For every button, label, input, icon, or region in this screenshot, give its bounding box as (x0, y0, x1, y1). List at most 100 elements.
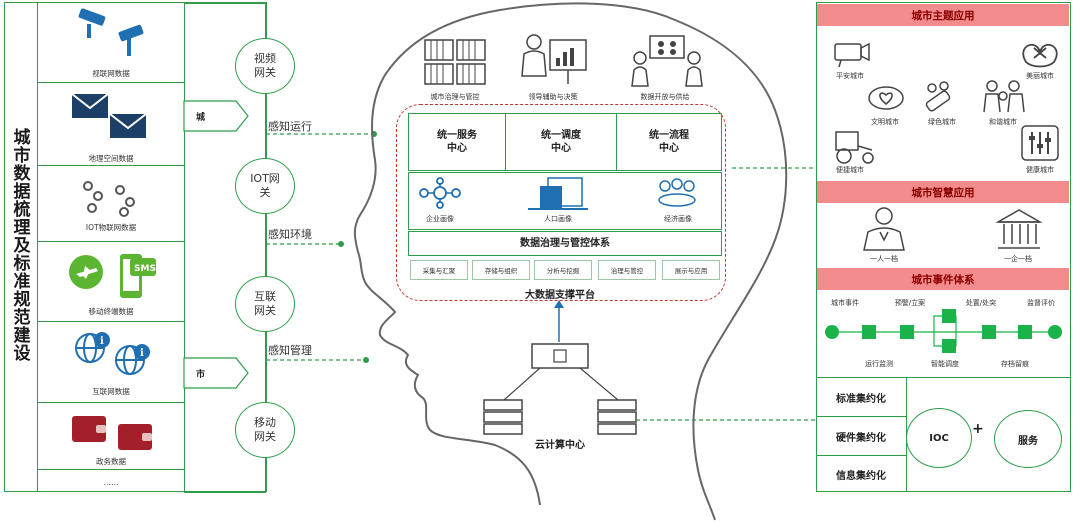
tool-display: 展示与应用 (662, 260, 720, 280)
event-top-label: 监督评价 (1027, 299, 1055, 307)
intensify-divider-top (816, 377, 1071, 378)
top-icon-label: 数据开放与供给 (640, 93, 690, 101)
video-gateway: 视频 网关 (235, 38, 295, 94)
heart-speech-icon (868, 86, 904, 110)
theme-label: 美丽城市 (1026, 72, 1054, 80)
municipal-arrow (183, 357, 249, 389)
source-row-divider (38, 469, 184, 470)
municipal-arrow-label: 市 (196, 369, 206, 380)
tool-collect: 采集与汇聚 (410, 260, 468, 280)
source-label: 互联网数据 (92, 387, 130, 396)
theme-label: 健康城市 (1026, 166, 1054, 174)
city-arrow-label: 城 (196, 112, 206, 123)
theme-label: 绿色城市 (928, 118, 956, 126)
event-bottom-label: 运行监测 (865, 360, 893, 368)
iot-gateway: IOT网 关 (235, 158, 295, 214)
service-node: 服务 (994, 410, 1062, 468)
source-label: 地理空间数据 (88, 154, 134, 163)
event-step-node (900, 325, 914, 339)
event-top-label: 预警/立案 (894, 299, 926, 307)
theme-label: 和谐城市 (989, 118, 1017, 126)
source-row-divider (38, 321, 184, 322)
source-label: 视联网数据 (92, 69, 130, 78)
portrait-label: 人口画像 (544, 215, 572, 223)
sense-label: 感知管理 (268, 344, 312, 357)
event-start-node (825, 325, 839, 339)
gateway-bottom-connector (184, 491, 266, 493)
ioc-node: IOC (906, 408, 972, 468)
cloud-server-icon (483, 343, 637, 435)
event-top-label: 城市事件 (831, 299, 859, 307)
source-row-divider (38, 402, 184, 403)
smart-label: 一人一档 (870, 255, 898, 263)
plus-sign: + (972, 421, 984, 437)
source-label: 移动终端数据 (88, 307, 134, 316)
event-step-node (982, 325, 996, 339)
chain-link-icon (83, 181, 135, 217)
smart-label: 一企一档 (1004, 255, 1032, 263)
gateway-connector (265, 2, 267, 492)
tool-storage: 存储与组织 (472, 260, 530, 280)
source-row-divider (38, 82, 184, 83)
sources-divider (184, 2, 185, 492)
information-intensify: 信息集约化 (836, 470, 886, 482)
top-icon-label: 城市治理与管控 (430, 93, 480, 101)
source-row-divider (38, 241, 184, 242)
tractor-icon (835, 131, 874, 164)
person-profile-icon (863, 207, 905, 251)
intensify-row-divider (816, 455, 906, 456)
theme-apps-header: 城市主题应用 (817, 4, 1069, 26)
cloud-to-right-link (636, 419, 816, 421)
standard-intensify: 标准集约化 (836, 393, 886, 405)
document-stack-icon (528, 177, 588, 210)
surveillance-camera-icon (78, 8, 144, 56)
theme-label: 便捷城市 (836, 166, 864, 174)
tool-analysis: 分析与挖掘 (534, 260, 592, 280)
pretzel-icon (1022, 43, 1058, 68)
tool-governance: 治理与管控 (598, 260, 656, 280)
sense-label: 感知环境 (268, 228, 312, 241)
internet-gateway: 互联 网关 (235, 276, 295, 332)
sense-dashed-links (266, 131, 377, 363)
envelope-icon (71, 93, 147, 138)
svg-text:i: i (100, 336, 104, 347)
intensify-row-divider (816, 416, 906, 417)
svg-text:i: i (140, 348, 144, 359)
left-title-divider (37, 2, 38, 492)
source-row-divider (38, 165, 184, 166)
event-step-node (942, 339, 956, 353)
data-governance-system: 数据治理与管控体系 (408, 231, 722, 256)
wallet-icon (72, 416, 152, 450)
theme-label: 平安城市 (836, 72, 864, 80)
enterprise-building-icon (995, 209, 1043, 249)
event-system-header: 城市事件体系 (817, 268, 1069, 290)
portrait-label: 企业画像 (426, 215, 454, 223)
svg-text:SMS: SMS (134, 264, 156, 274)
globe-info-icon: i i (75, 332, 150, 375)
head-silhouette (353, 2, 788, 521)
hardware-intensify: 硬件集约化 (836, 432, 886, 444)
platform-title: 大数据支撑平台 (525, 290, 595, 301)
portraits-row (408, 172, 722, 230)
network-nodes-icon (419, 177, 461, 209)
event-step-node (942, 309, 956, 323)
city-arrow (183, 100, 249, 132)
unified-dispatch-center: 统一调度 中心 (505, 113, 617, 171)
left-title: 城市数据梳理及标准规范建设 (9, 128, 30, 362)
building-grid-icon (424, 39, 486, 85)
equalizer-icon (1021, 125, 1059, 161)
presenter-board-icon (521, 34, 587, 84)
top-icon-label: 领导辅助与决策 (528, 93, 578, 101)
smart-apps-header: 城市智慧应用 (817, 181, 1069, 203)
cloud-center-label: 云计算中心 (535, 440, 585, 451)
video-conference-icon (631, 35, 703, 87)
theme-label: 文明城市 (871, 118, 899, 126)
big-data-platform-border (396, 104, 726, 301)
cloud-to-platform-arrow (554, 300, 564, 342)
event-step-node (862, 325, 876, 339)
event-top-label: 处置/处突 (965, 299, 997, 307)
portrait-label: 经济画像 (664, 215, 692, 223)
right-panel-frame (816, 2, 1071, 492)
family-icon (983, 80, 1025, 113)
gateway-top-connector (184, 2, 266, 4)
